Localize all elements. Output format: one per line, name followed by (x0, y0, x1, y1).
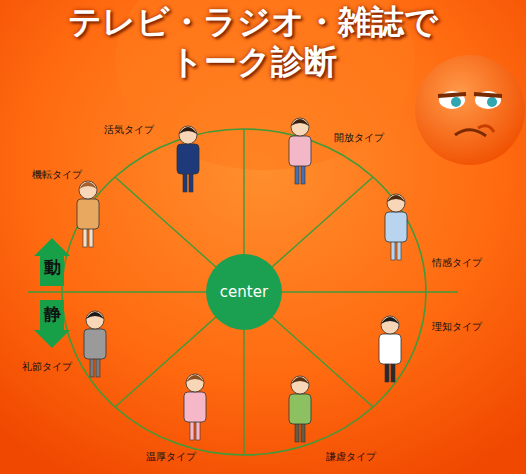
torso (289, 394, 311, 424)
leg (196, 420, 200, 440)
head (387, 194, 405, 212)
hair (291, 377, 309, 384)
person-figure (379, 316, 401, 382)
torso (379, 334, 401, 364)
type-label: 理知タイプ (432, 320, 482, 334)
type-label: 機転タイプ (32, 168, 82, 182)
leg (96, 357, 100, 377)
hair (79, 182, 97, 189)
eye (439, 91, 465, 109)
leg (295, 422, 299, 442)
pupil (451, 97, 461, 107)
torso (84, 329, 106, 359)
hair (291, 119, 309, 126)
face (415, 55, 525, 165)
pupil (487, 97, 497, 107)
people-illustrations (77, 118, 407, 442)
type-label: 活気タイプ (104, 123, 154, 137)
type-label: 情感タイプ (432, 256, 482, 270)
type-wheel (28, 129, 458, 455)
leg (90, 357, 94, 377)
head (381, 316, 399, 334)
direction-label: 静 (34, 306, 70, 323)
type-label: 開放タイプ (334, 131, 384, 145)
leg (391, 362, 395, 382)
leg (190, 420, 194, 440)
leg (397, 240, 401, 260)
hand (478, 126, 494, 132)
type-label: 謙虚タイプ (326, 450, 376, 464)
arrow-fill (34, 300, 70, 348)
leg (301, 422, 305, 442)
leg (301, 164, 305, 184)
eyelid (438, 94, 466, 96)
hair (381, 317, 399, 324)
spoke (115, 177, 373, 407)
eye (475, 91, 501, 109)
title: テレビ・ラジオ・雑誌で トーク診断 (48, 2, 458, 81)
torso (177, 144, 199, 174)
head (186, 374, 204, 392)
center-circle: center (206, 254, 282, 330)
leg (183, 172, 187, 192)
direction-label: 動 (34, 259, 70, 276)
leg (385, 362, 389, 382)
mouth (455, 130, 486, 136)
hair (86, 312, 104, 319)
torso (385, 212, 407, 242)
leg (89, 227, 93, 247)
head (179, 126, 197, 144)
head (79, 181, 97, 199)
type-label: 礼節タイプ (22, 360, 72, 374)
spoke (115, 177, 373, 407)
hair (186, 375, 204, 382)
eyelid (474, 94, 502, 96)
person-figure (385, 194, 407, 260)
leg (295, 164, 299, 184)
type-label: 温厚タイプ (146, 450, 196, 464)
person-figure (77, 181, 99, 247)
arrow-fill (34, 238, 70, 286)
torso (289, 136, 311, 166)
torso (184, 392, 206, 422)
leg (189, 172, 193, 192)
head (291, 376, 309, 394)
direction-arrow: 静 (34, 300, 70, 348)
person-figure (84, 311, 106, 377)
center-label: center (220, 283, 268, 301)
head (86, 311, 104, 329)
person-figure (177, 126, 199, 192)
torso (77, 199, 99, 229)
person-figure (289, 376, 311, 442)
head (291, 118, 309, 136)
hair (387, 195, 405, 202)
person-figure (184, 374, 206, 440)
leg (83, 227, 87, 247)
hair (179, 127, 197, 134)
person-figure (289, 118, 311, 184)
direction-arrow: 動 (34, 238, 70, 286)
angry-face (415, 55, 525, 165)
leg (391, 240, 395, 260)
